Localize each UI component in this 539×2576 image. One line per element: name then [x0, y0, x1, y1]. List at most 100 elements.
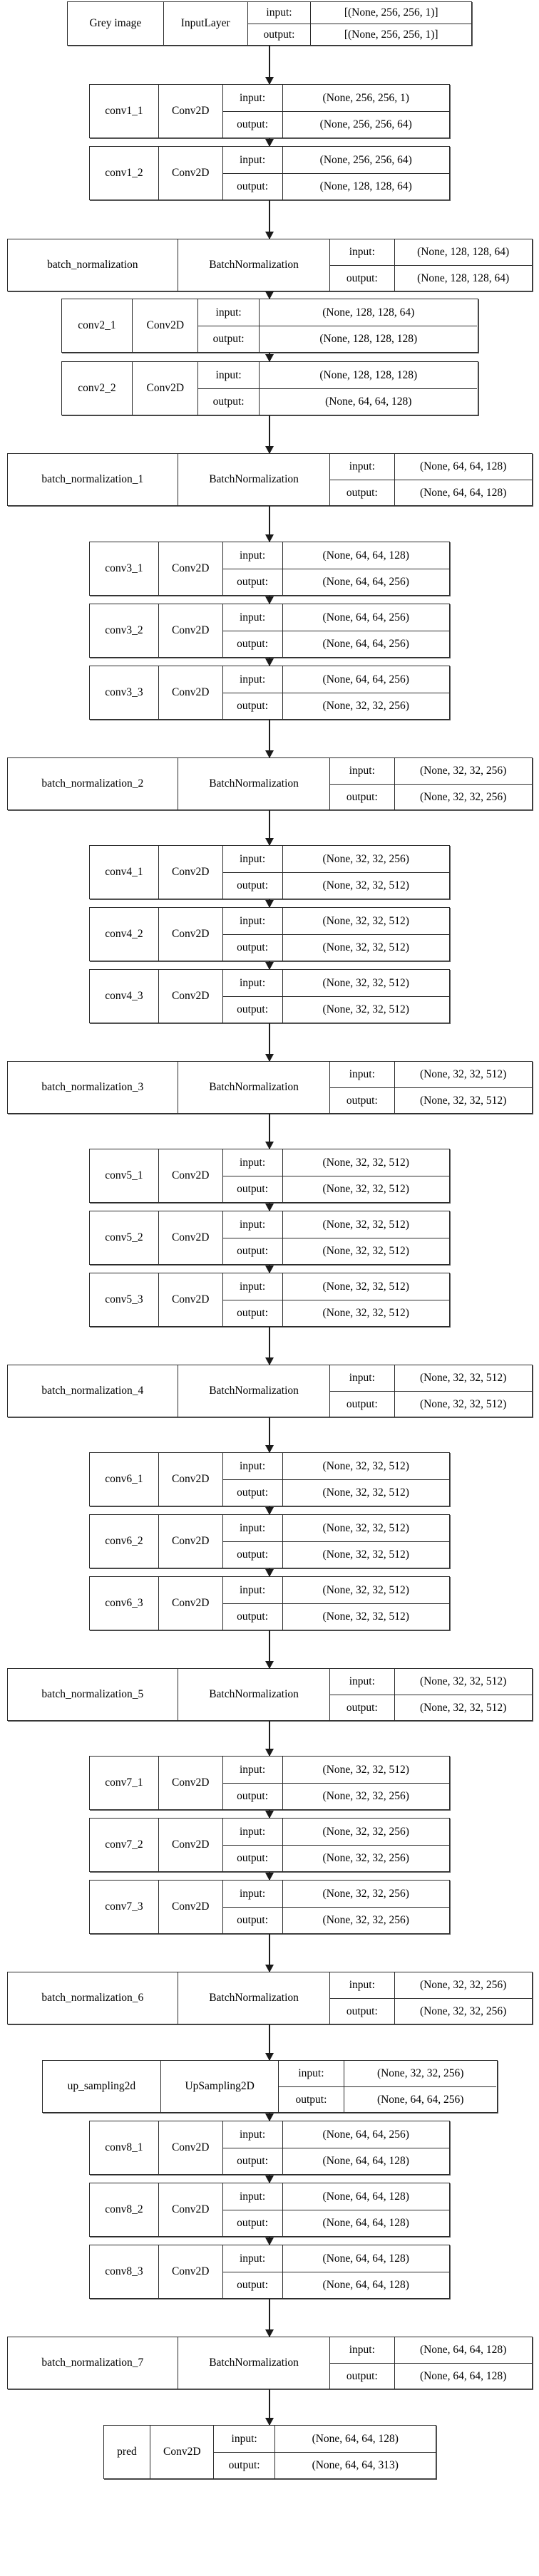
input-shape: (None, 32, 32, 512)	[282, 908, 449, 935]
input-shape: (None, 32, 32, 256)	[394, 1972, 532, 1999]
layer-class: Conv2D	[159, 1577, 223, 1630]
layer-name: batch_normalization_4	[8, 1365, 179, 1417]
arrowhead-icon	[265, 1204, 274, 1211]
edge-arrow	[0, 138, 539, 147]
layer-name: conv7_2	[90, 1819, 159, 1871]
io-label-column: input:output:	[222, 666, 283, 719]
layer-name: batch_normalization_7	[8, 2337, 179, 2389]
io-shape-column: (None, 32, 32, 512)(None, 32, 32, 512)	[282, 1273, 449, 1326]
io-label-column: input:output:	[222, 1577, 283, 1630]
io-label-column: input:output:	[329, 1062, 395, 1113]
input-label: input:	[329, 454, 394, 480]
arrowhead-icon	[265, 1357, 274, 1365]
io-label-column: input:output:	[222, 1819, 283, 1871]
io-shape-column: (None, 32, 32, 512)(None, 32, 32, 512)	[282, 1515, 449, 1568]
output-label: output:	[237, 1852, 269, 1865]
io-shape-column: (None, 128, 128, 64)(None, 128, 128, 128…	[260, 299, 478, 352]
output-label: output:	[346, 271, 378, 284]
layer-class: Conv2D	[133, 299, 199, 352]
input-label: input:	[222, 1757, 282, 1784]
edge-arrow	[0, 720, 539, 758]
input-shape: (None, 32, 32, 512)	[282, 1273, 449, 1300]
layer-name: batch_normalization_6	[8, 1972, 179, 2024]
layer-class: Conv2D	[159, 604, 223, 657]
output-shape: (None, 32, 32, 512)	[322, 1610, 409, 1623]
output-shape: (None, 64, 64, 128)	[419, 486, 507, 499]
layer-name: conv2_1	[62, 299, 133, 352]
io-shape-column: (None, 256, 256, 1)(None, 256, 256, 64)	[282, 85, 449, 138]
output-shape: (None, 32, 32, 512)	[322, 941, 409, 954]
edge-line	[265, 810, 274, 846]
layer-name: conv3_1	[90, 542, 159, 595]
input-label: input:	[222, 1515, 282, 1542]
io-shape-column: (None, 32, 32, 512)(None, 32, 32, 256)	[282, 1757, 449, 1809]
edge-line	[265, 353, 274, 362]
input-label: input:	[329, 239, 394, 266]
input-shape: (None, 32, 32, 512)	[394, 1365, 532, 1392]
input-shape: (None, 64, 64, 256)	[282, 666, 449, 693]
io-label-column: input:output:	[222, 1211, 283, 1264]
io-shape-column: (None, 32, 32, 512)(None, 32, 32, 512)	[282, 1211, 449, 1264]
input-shape: (None, 64, 64, 128)	[394, 2337, 532, 2364]
output-shape: (None, 256, 256, 64)	[319, 118, 412, 131]
output-shape: (None, 64, 64, 128)	[322, 2279, 409, 2292]
io-shape-column: (None, 256, 256, 64)(None, 128, 128, 64)	[282, 147, 449, 200]
input-label: input:	[222, 85, 282, 112]
input-label: input:	[222, 666, 282, 693]
io-label-column: input:output:	[329, 2337, 395, 2389]
output-shape: (None, 128, 128, 128)	[319, 333, 418, 346]
edge-arrow	[0, 1265, 539, 1273]
layer-class: BatchNormalization	[178, 239, 330, 291]
output-label: output:	[237, 1307, 269, 1320]
output-shape: (None, 64, 64, 256)	[322, 638, 409, 651]
layer-name: conv7_1	[90, 1757, 159, 1809]
edge-line	[265, 1265, 274, 1273]
output-label: output:	[237, 576, 269, 589]
layer-class: Conv2D	[159, 846, 223, 899]
arrowhead-icon	[265, 2418, 274, 2426]
output-label: output:	[346, 486, 378, 499]
io-label-column: input:output:	[222, 2183, 283, 2236]
input-label: input:	[329, 1365, 394, 1392]
